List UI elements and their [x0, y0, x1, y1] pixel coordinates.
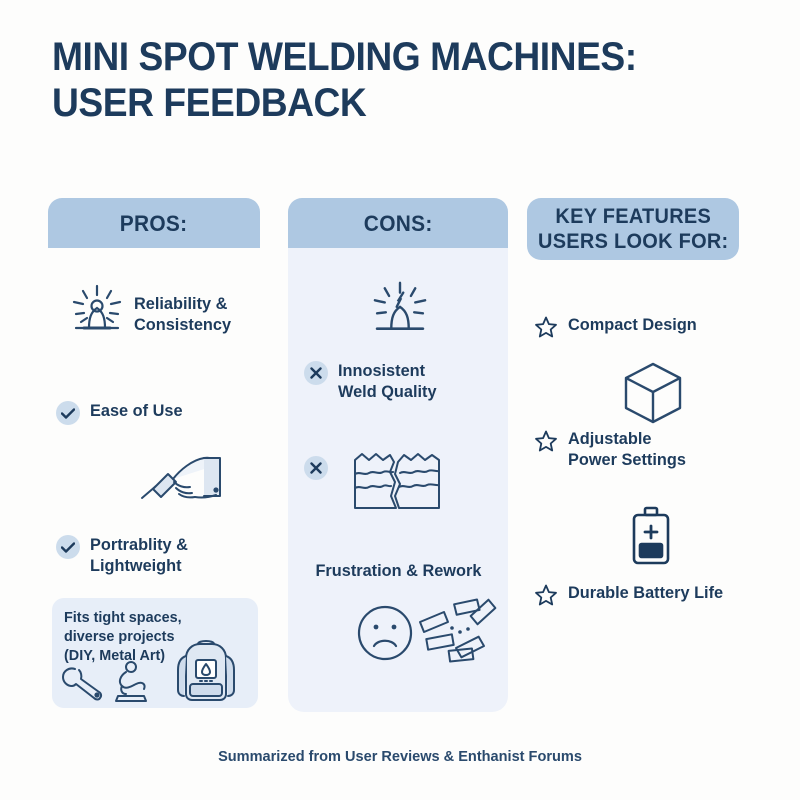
page-title: MINI SPOT WELDING MACHINES: USER FEEDBAC… — [52, 34, 703, 126]
pros-column: PROS: — [48, 198, 260, 248]
cross-icon — [304, 361, 328, 385]
cons-item-frustration-bullet — [304, 455, 328, 480]
note-line-1: Fits tight spaces, — [64, 609, 182, 626]
battery-icon — [628, 506, 674, 566]
check-icon — [56, 401, 80, 425]
features-item-label: Durable Battery Life — [568, 583, 724, 602]
cross-icon — [304, 456, 328, 480]
pros-item-reliability: Reliability &Consistency — [134, 293, 254, 335]
pros-item-label: Portrablity &Lightweight — [90, 535, 188, 575]
wrench-icon — [60, 664, 104, 704]
pros-item-ease-of-use: Ease of Use — [56, 400, 186, 425]
features-item-label: Compact Design — [568, 315, 697, 334]
title-line-2: USER FEEDBACK — [52, 81, 367, 125]
pros-item-label: Ease of Use — [90, 401, 183, 420]
features-header-line-1: KEY FEATURES — [555, 205, 711, 228]
weld-spark-icon — [64, 282, 130, 338]
cracked-metal-icon — [352, 452, 442, 518]
pros-item-portability: Portrablity &Lightweight — [56, 534, 192, 576]
features-header-band: KEY FEATURES USERS LOOK FOR: — [527, 198, 739, 260]
pros-note-box: Fits tight spaces, diverse projects (DIY… — [52, 598, 258, 708]
cons-item-frustration: Frustration & Rework — [298, 560, 498, 581]
check-icon — [56, 535, 80, 559]
footer-note: Summarized from User Reviews & Enthanist… — [218, 748, 582, 765]
star-icon — [534, 583, 558, 607]
cube-icon — [620, 360, 686, 426]
scrap-pieces-icon — [418, 596, 498, 668]
features-header-line-2: USERS LOOK FOR: — [537, 230, 729, 253]
cons-header-label: CONS: — [363, 210, 433, 236]
cons-panel-background — [288, 198, 508, 712]
note-line-3: (DIY, Metal Art) — [64, 647, 166, 664]
title-line-1: MINI SPOT WELDING MACHINES: — [52, 35, 637, 79]
sculpture-icon — [110, 660, 156, 704]
weld-spark-icon — [364, 278, 436, 340]
pros-header-label: PROS: — [120, 210, 188, 236]
note-line-2: diverse projects — [64, 628, 175, 645]
pros-header-band: PROS: — [48, 198, 260, 248]
pros-item-label: Reliability &Consistency — [134, 294, 232, 334]
features-item-battery-life: Durable Battery Life — [534, 582, 730, 607]
backpack-icon — [170, 638, 242, 704]
cons-header-band: CONS: — [288, 198, 508, 248]
features-item-compact-design: Compact Design — [534, 314, 702, 339]
star-icon — [534, 429, 558, 453]
features-header-label: KEY FEATURES USERS LOOK FOR: — [538, 204, 728, 254]
star-icon — [534, 315, 558, 339]
features-column: KEY FEATURES USERS LOOK FOR: — [527, 198, 739, 260]
hand-welding-gun-icon — [140, 452, 238, 504]
cons-item-label: Frustration & Rework — [315, 561, 481, 580]
sad-face-icon — [356, 604, 414, 662]
pros-note-text: Fits tight spaces, diverse projects (DIY… — [64, 608, 182, 665]
cons-column: CONS: — [288, 198, 508, 248]
